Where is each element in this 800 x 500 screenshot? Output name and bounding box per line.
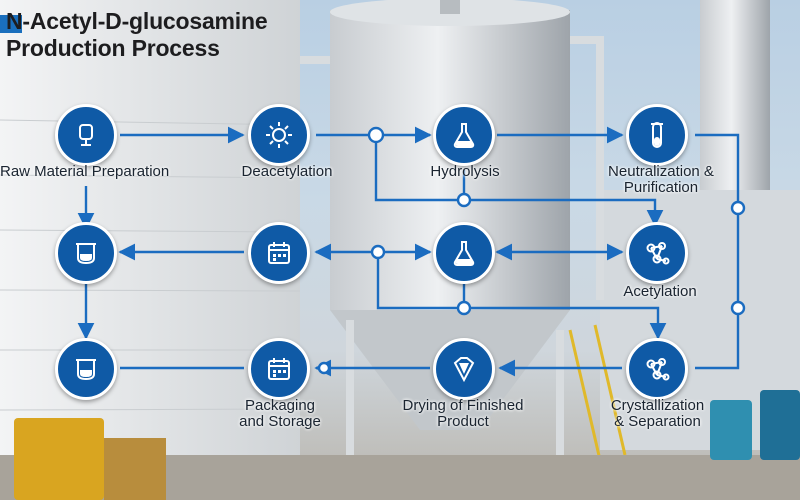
node-neutralization[interactable] xyxy=(626,104,688,166)
title-accent-bar xyxy=(0,15,22,33)
route-dot-to-acetylation xyxy=(374,135,664,227)
molecule-icon xyxy=(646,358,670,381)
label-acetylation: Acetylation xyxy=(623,283,697,300)
label-neutralization: Neutralization & Purification xyxy=(608,163,714,196)
diamond-drop-icon xyxy=(453,357,475,383)
test-tube-icon xyxy=(651,122,663,148)
calendar-icon xyxy=(268,358,290,380)
title-line-2: Production Process xyxy=(6,35,220,61)
route-right-loop xyxy=(695,133,740,370)
flask-icon xyxy=(453,123,475,148)
label-deacetylation: Deacetylation xyxy=(241,163,333,180)
junction-dot xyxy=(456,300,472,316)
node-packaging[interactable] xyxy=(248,338,310,400)
label-raw-material: Raw Material Preparation xyxy=(0,163,170,180)
junction-dot xyxy=(730,200,746,216)
node-row2-mid[interactable] xyxy=(248,222,310,284)
junction-dot xyxy=(730,300,746,316)
tank-icon xyxy=(76,359,96,381)
calendar-icon xyxy=(268,242,290,264)
node-hydrolysis[interactable] xyxy=(433,104,495,166)
title-line-1: N-Acetyl-D-glucosamine xyxy=(6,8,268,34)
route-dot-to-crystallization xyxy=(376,252,667,340)
node-raw-material[interactable] xyxy=(55,104,117,166)
junction-dot xyxy=(317,361,331,375)
label-crystallization: Crystallization & Separation xyxy=(610,397,705,430)
cylinder-vessel-icon xyxy=(79,124,93,146)
node-row2-flask[interactable] xyxy=(433,222,495,284)
node-crystallization[interactable] xyxy=(626,338,688,400)
node-drying[interactable] xyxy=(433,338,495,400)
node-deacetylation[interactable] xyxy=(248,104,310,166)
junction-dot xyxy=(456,192,472,208)
junction-dot xyxy=(367,126,385,144)
junction-dot xyxy=(370,244,386,260)
page-title: N-Acetyl-D-glucosamine Production Proces… xyxy=(6,8,426,62)
molecule-icon xyxy=(646,242,670,265)
label-hydrolysis: Hydrolysis xyxy=(430,163,500,180)
node-row2-left[interactable] xyxy=(55,222,117,284)
flask-icon xyxy=(453,241,475,266)
sun-gear-icon xyxy=(266,122,292,148)
node-row3-left[interactable] xyxy=(55,338,117,400)
label-packaging: Packaging and Storage xyxy=(239,397,321,430)
node-acetylation[interactable] xyxy=(626,222,688,284)
label-drying: Drying of Finished Product xyxy=(402,397,524,430)
tank-icon xyxy=(76,243,96,265)
